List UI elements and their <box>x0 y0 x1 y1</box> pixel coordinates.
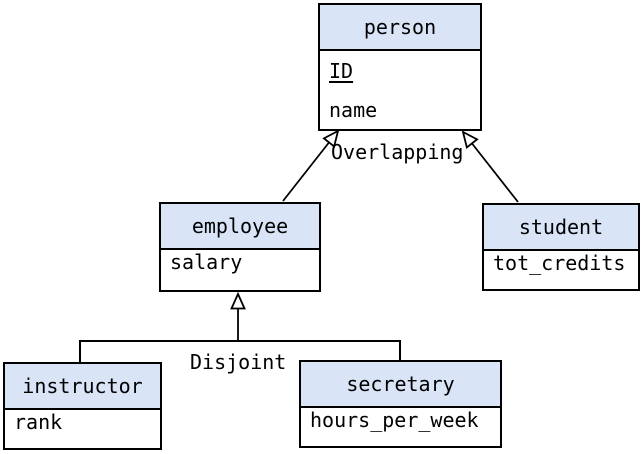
attribute-id: ID <box>329 58 354 83</box>
entity-secretary: secretary hours_per_week <box>299 360 502 448</box>
entity-employee: employee salary <box>159 202 321 292</box>
disjoint-branch-connector <box>79 340 401 362</box>
attribute-hours-per-week: hours_per_week <box>310 408 479 432</box>
overlapping-constraint-label: Overlapping <box>331 140 464 164</box>
attribute-tot-credits: tot_credits <box>493 251 626 275</box>
entity-person-title: person <box>320 5 480 51</box>
entity-secretary-attributes: hours_per_week <box>301 408 500 432</box>
entity-instructor: instructor rank <box>3 362 162 450</box>
entity-person: person ID name <box>318 3 482 131</box>
generalization-arrow-employee-to-person <box>282 129 340 202</box>
entity-person-attributes: ID name <box>320 51 480 129</box>
entity-student-title: student <box>484 205 638 251</box>
attribute-name: name <box>329 97 378 122</box>
entity-employee-attributes: salary <box>161 250 319 274</box>
disjoint-constraint-label: Disjoint <box>190 350 287 374</box>
entity-instructor-title: instructor <box>5 364 160 410</box>
entity-employee-title: employee <box>161 204 319 250</box>
attribute-rank: rank <box>14 410 63 434</box>
entity-instructor-attributes: rank <box>5 410 160 434</box>
generalization-arrow-student-to-person <box>461 130 519 203</box>
entity-student-attributes: tot_credits <box>484 251 638 275</box>
attribute-salary: salary <box>170 250 243 274</box>
entity-student: student tot_credits <box>482 203 640 291</box>
entity-secretary-title: secretary <box>301 362 500 408</box>
